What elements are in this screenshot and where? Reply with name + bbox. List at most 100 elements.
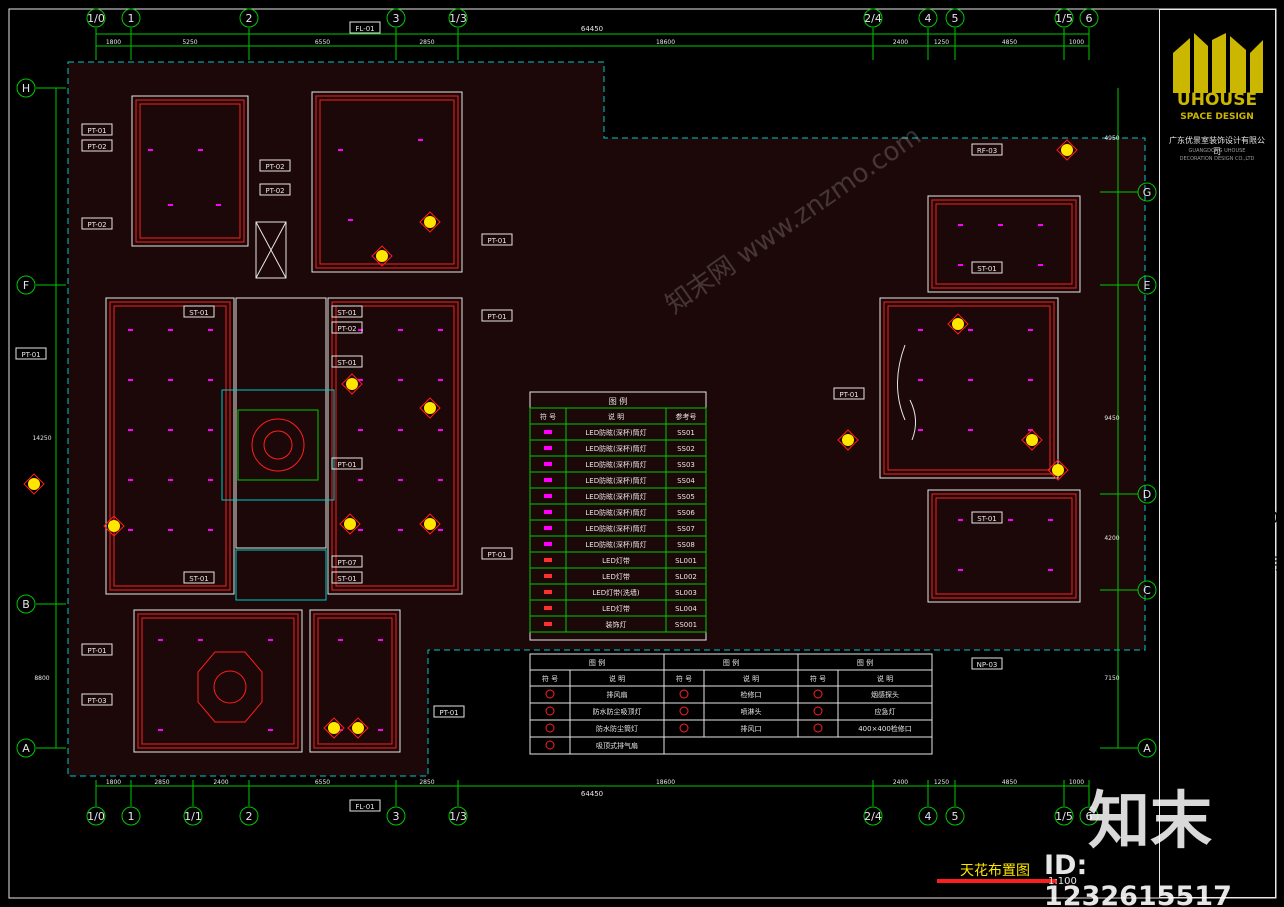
section-marker-icon xyxy=(947,313,969,335)
light-fixture xyxy=(358,479,363,481)
light-fixture xyxy=(398,429,403,431)
legend2-header-label: 说 明 xyxy=(743,674,759,683)
dim-right-value: 4950 xyxy=(1104,135,1119,142)
legend-desc-label: LED防眩(深杯)筒灯 xyxy=(585,508,646,517)
grid-bubble-bottom xyxy=(863,806,883,826)
grid-row-label-right: D xyxy=(1143,488,1151,501)
light-fixture xyxy=(378,639,383,641)
room-right-top-ceiling-inner xyxy=(935,203,1073,285)
tag-callout-box xyxy=(81,139,113,152)
tag-callout-label: PT-01 xyxy=(487,313,506,321)
legend-ref-label: SL001 xyxy=(675,557,697,565)
tag-callout-box xyxy=(331,457,363,470)
legend2-desc-cell xyxy=(569,736,665,755)
light-fixture xyxy=(378,729,383,731)
tag-callout-box xyxy=(183,571,215,584)
dim-right-value: 4200 xyxy=(1104,535,1119,542)
tag-callout-box xyxy=(331,355,363,368)
section-marker-icon xyxy=(323,717,345,739)
legend-desc-label: LED灯带 xyxy=(602,604,630,613)
grid-label-bottom: 1/1 xyxy=(184,810,202,823)
designer-row: 项目设计师 xyxy=(1160,642,1240,666)
atrium-chandelier xyxy=(251,418,305,472)
tag-callout-box xyxy=(971,261,1003,274)
grid-label-top: 6 xyxy=(1086,12,1093,25)
dim-bottom-value: 2400 xyxy=(213,779,228,786)
light-fixture xyxy=(158,639,163,641)
legend-desc-label: LED防眩(深杯)筒灯 xyxy=(585,428,646,437)
section-marker-dot xyxy=(376,250,388,262)
legend2-symbol-cell xyxy=(797,685,839,704)
legend-symbol-icon xyxy=(544,542,552,546)
light-fixture xyxy=(1028,329,1033,331)
drawing-number-row: P3-11 xyxy=(1160,786,1208,808)
tag-callout-box xyxy=(81,643,113,656)
tag-callout-box xyxy=(331,555,363,568)
section-marker-dot xyxy=(424,402,436,414)
room-vip xyxy=(309,609,401,753)
legend-ref-label: SS02 xyxy=(677,445,695,453)
legend-symbol-icon xyxy=(544,622,552,626)
dim-top-value: 18600 xyxy=(656,39,675,46)
light-fixture xyxy=(1048,569,1053,571)
grid-label-top: 1/0 xyxy=(87,12,105,25)
project-number-label: 项目编码 xyxy=(1160,434,1225,453)
legend-ref-label: SS03 xyxy=(677,461,695,469)
legend2-symbol-cell xyxy=(663,719,705,738)
grid-bubble-top xyxy=(121,8,141,28)
legend2-title-label: 图 例 xyxy=(857,658,873,667)
dim-right-value: 9450 xyxy=(1104,415,1119,422)
legend2-symbol-cell xyxy=(529,719,571,738)
grid-label-bottom: 1 xyxy=(128,810,135,823)
tag-callout-box xyxy=(259,159,291,172)
dim-bottom-value: 2850 xyxy=(419,779,434,786)
company-name-en2: DECORATION DESIGN CO.,LTD xyxy=(1179,156,1255,162)
section-marker-dot xyxy=(842,434,854,446)
grid-row-label-right: A xyxy=(1143,742,1151,755)
check-row: 审 核 xyxy=(1160,618,1202,642)
legend2-symbol-cell xyxy=(529,702,571,721)
tag-callout-label: NP-03 xyxy=(977,661,998,669)
grid-row-bubble-right xyxy=(1137,738,1157,758)
legend2-symbol-icon xyxy=(679,689,689,699)
legend2-symbol-icon xyxy=(679,706,689,716)
section-marker-icon xyxy=(347,717,369,739)
legend-title: 图 例 xyxy=(609,396,628,406)
tag-callout-label: RF-03 xyxy=(977,147,997,155)
tag-callout-label: ST-01 xyxy=(189,309,209,317)
grid-label-top: 1/3 xyxy=(449,12,467,25)
room-office xyxy=(311,91,463,273)
tag-callout-label: ST-01 xyxy=(977,265,997,273)
tag-callout-box xyxy=(971,657,1003,670)
approve-label: 审 定 xyxy=(1160,598,1202,617)
scale-label: 比 例 xyxy=(1160,742,1202,761)
company-logo-text: UHOUSE xyxy=(1176,90,1258,110)
legend-ref-cell xyxy=(665,615,707,633)
room-vip-ceiling xyxy=(313,613,397,749)
room-reception-ceiling-inner xyxy=(141,617,295,745)
tag-callout-box xyxy=(259,183,291,196)
section-marker-dot xyxy=(424,216,436,228)
tag-callout-box xyxy=(481,233,513,246)
legend2-symbol-icon xyxy=(813,723,823,733)
grid-label-bottom: 2/4 xyxy=(864,810,882,823)
legend2-symbol-icon xyxy=(679,723,689,733)
room-hall-left-ceiling xyxy=(109,301,231,591)
tag-callout-label: PT-07 xyxy=(337,559,356,567)
light-fixture xyxy=(216,204,221,206)
watermark-id: ID: 1232615517 xyxy=(1044,850,1232,907)
date-value: 2025.10.24 xyxy=(1160,786,1257,805)
legend-ref-label: SS05 xyxy=(677,493,695,501)
grid-label-bottom: 2 xyxy=(246,810,253,823)
room-office-ceiling xyxy=(315,95,459,269)
design-label: 设 计 xyxy=(1160,670,1202,689)
grid-bubble-top xyxy=(386,8,406,28)
notes-row: 备注 xyxy=(1160,240,1192,390)
draw-row: 制 图 xyxy=(1160,690,1202,714)
legend2-desc-label: 防水防尘筒灯 xyxy=(596,724,638,733)
legend2-table xyxy=(529,653,933,755)
title-underline xyxy=(937,879,1057,883)
tag-callout-box xyxy=(481,309,513,322)
room-right-main xyxy=(879,297,1059,479)
light-fixture xyxy=(438,329,443,331)
